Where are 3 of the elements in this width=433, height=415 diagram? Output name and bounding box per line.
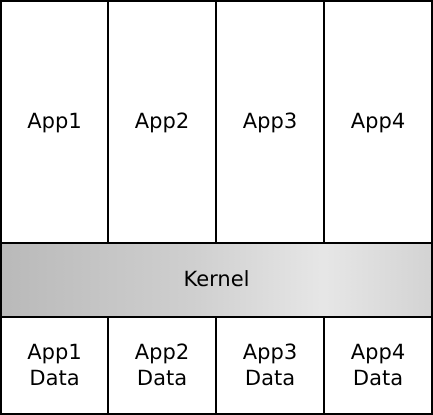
data-panel: App1 Data xyxy=(0,316,109,415)
kernel-band: Kernel xyxy=(0,242,433,318)
data-panel: App4 Data xyxy=(323,316,433,415)
